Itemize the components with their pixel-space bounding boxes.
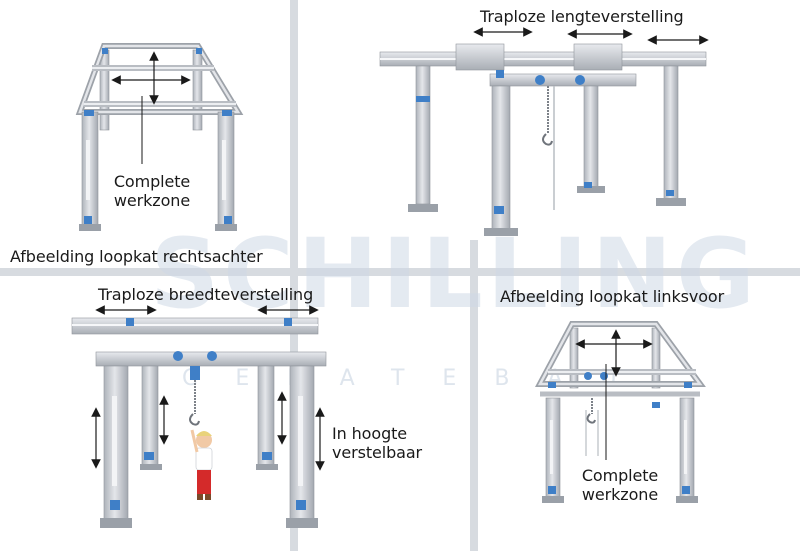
child-figure <box>190 429 213 500</box>
label-complete-werkzone-bottom: Complete werkzone <box>566 466 674 504</box>
label-werkzone-line2-b: werkzone <box>581 485 659 504</box>
gantry-top-left <box>75 43 244 231</box>
label-breedteverstelling: Traploze breedteverstelling <box>98 285 314 304</box>
label-hoogte-line2: verstelbaar <box>332 443 423 462</box>
horizontal-divider <box>0 268 800 276</box>
label-loopkat-linksvoor: Afbeelding loopkat linksvoor <box>500 287 725 306</box>
label-complete-line1-b: Complete <box>581 466 659 485</box>
label-lengteverstelling: Traploze lengteverstelling <box>480 7 684 26</box>
vertical-divider-right <box>470 240 478 551</box>
label-complete-line1: Complete <box>113 172 191 191</box>
label-werkzone-line2: werkzone <box>113 191 191 210</box>
watermark-brand: SCHILLING <box>150 218 759 330</box>
gantry-top-right <box>379 27 709 236</box>
label-in-hoogte-verstelbaar: In hoogte verstelbaar <box>332 424 422 462</box>
gantry-bottom-left <box>71 305 327 528</box>
label-loopkat-rechtsachter: Afbeelding loopkat rechtsachter <box>10 247 263 266</box>
label-complete-werkzone-top: Complete werkzone <box>104 172 200 210</box>
gantry-bottom-right <box>535 321 706 503</box>
label-hoogte-line1: In hoogte <box>332 424 408 443</box>
